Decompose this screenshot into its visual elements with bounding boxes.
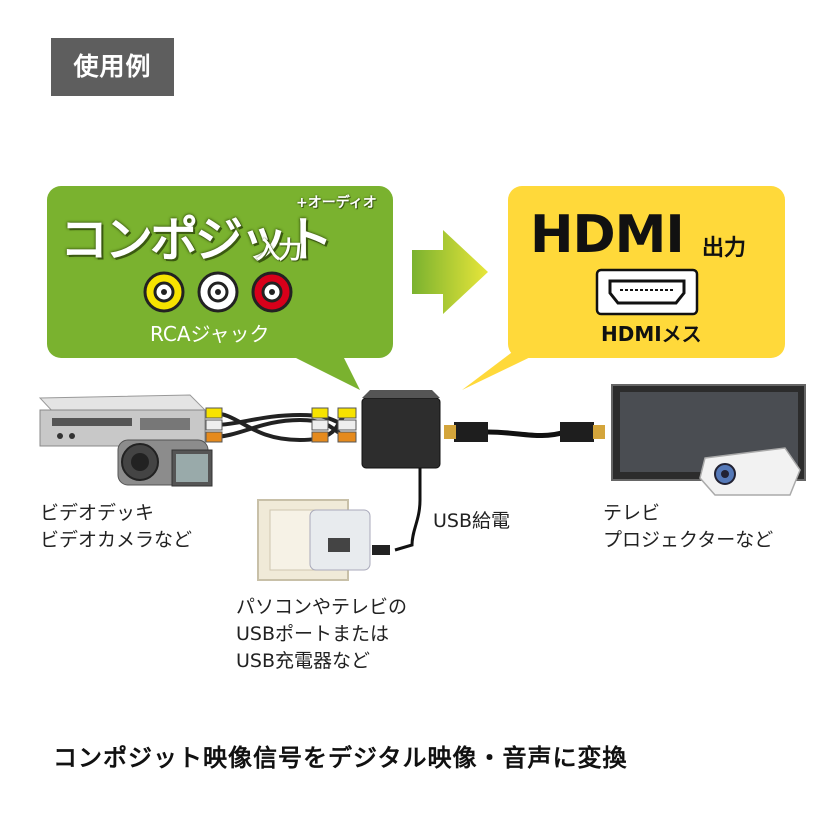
usb-cable-icon [372,468,422,555]
caption: コンポジット映像信号をデジタル映像・音声に変換 [53,744,628,772]
input-title-suffix: 入力 [256,236,302,264]
output-title: HDMI [530,205,685,265]
power-line-2: USBポートまたは [236,623,390,645]
power-line-3: USB充電器など [236,650,371,672]
rca-cable-icon [205,407,357,443]
hdmi-cable-icon [444,422,605,442]
usb-power-label: USB給電 [433,510,511,532]
display-line-2: プロジェクターなど [603,529,774,551]
audio-superscript: +オーディオ [296,195,377,211]
power-line-1: パソコンやテレビの [236,596,408,618]
input-title: コンポジット [60,212,333,268]
rca-jack-yellow-icon [143,271,185,313]
power-source-label: パソコンやテレビの USBポートまたは USB充電器など [236,594,407,675]
camcorder-icon [117,439,213,487]
source-devices-label: ビデオデッキ ビデオカメラなど [40,500,192,554]
display-devices-label: テレビ プロジェクターなど [603,500,773,554]
usage-example-tag: 使用例 [51,38,174,96]
display-line-1: テレビ [603,502,661,524]
rca-jack-label: RCAジャック [150,322,270,346]
rca-jack-white-icon [197,271,239,313]
vcr-icon [38,394,207,447]
projector-icon [699,447,801,496]
source-line-2: ビデオカメラなど [40,529,193,551]
source-line-1: ビデオデッキ [40,502,155,524]
rca-jack-red-icon [251,271,293,313]
usb-charger-icon [257,499,371,581]
output-title-suffix: 出力 [702,236,747,261]
hdmi-female-label: HDMIメス [601,322,702,346]
converter-box-icon [361,390,441,469]
